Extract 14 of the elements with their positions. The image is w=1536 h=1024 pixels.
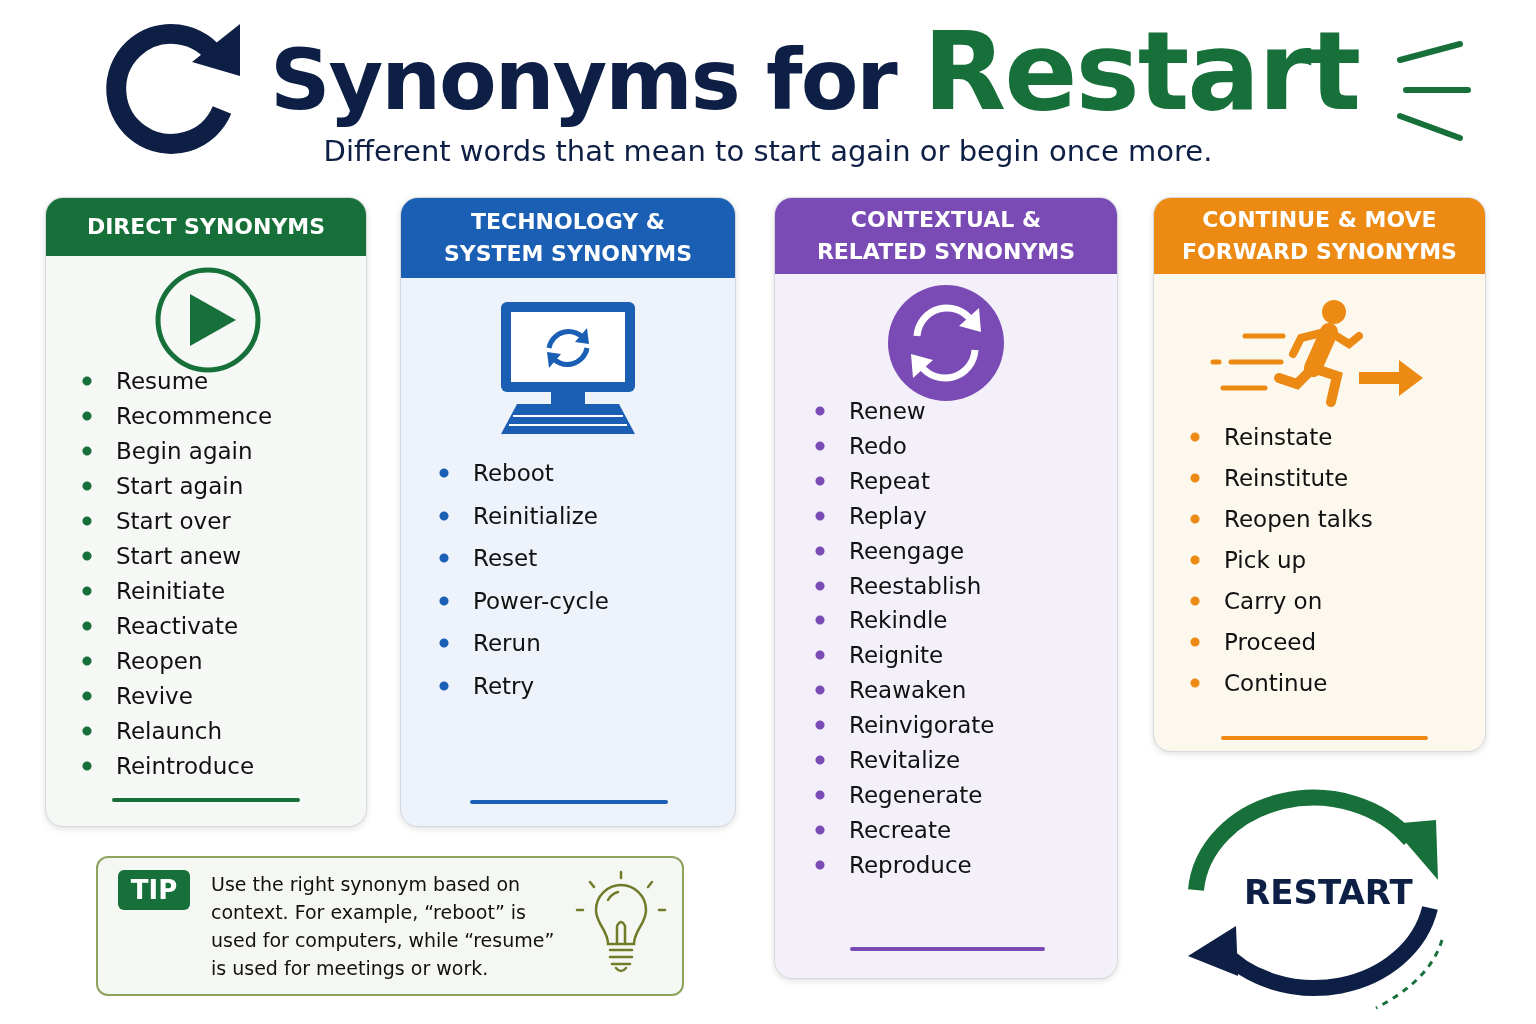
tip-text: Use the right synonym based on context. For example, “reboot” is used for computers, while “resume” is used for meetings or work. bbox=[211, 872, 556, 981]
card-heading: CONTEXTUAL & RELATED SYNONYMS bbox=[775, 198, 1117, 274]
synonym-card bbox=[400, 197, 736, 827]
synonym-card bbox=[774, 197, 1118, 979]
title: Synonyms for Restart bbox=[270, 12, 1360, 136]
synonym-card bbox=[1153, 197, 1486, 752]
card-heading: DIRECT SYNONYMS bbox=[46, 198, 366, 256]
cycle-label: RESTART bbox=[1244, 872, 1413, 912]
tip-box bbox=[96, 856, 684, 996]
tip-badge: TIP bbox=[118, 870, 190, 910]
card-heading: TECHNOLOGY & SYSTEM SYNONYMS bbox=[401, 198, 735, 278]
subtitle: Different words that mean to start again or begin once more. bbox=[322, 134, 1214, 168]
card-heading: CONTINUE & MOVE FORWARD SYNONYMS bbox=[1154, 198, 1485, 274]
synonym-card bbox=[45, 197, 367, 827]
